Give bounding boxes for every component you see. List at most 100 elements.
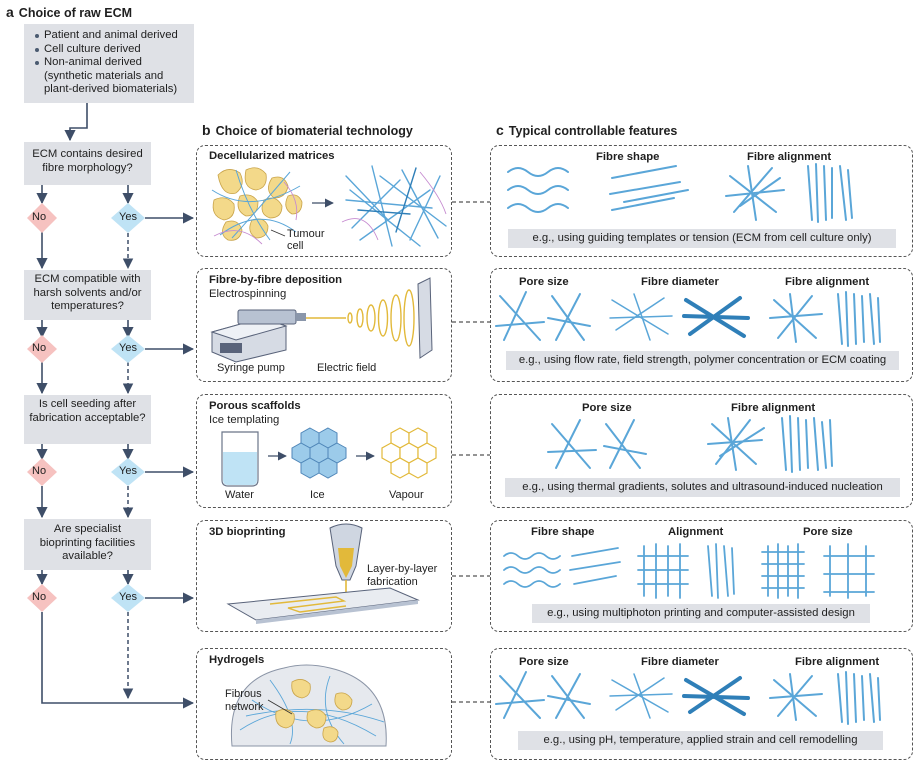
ecm-source-list: Patient and animal derived Cell culture …	[30, 29, 188, 97]
fibre-deposition-panel	[196, 268, 452, 382]
question-box-1: ECM contains desired fibre morphology?	[24, 142, 151, 185]
fibre-alignment-aligned-icon	[837, 291, 881, 347]
syringe-pump-label: Syringe pump	[217, 362, 285, 374]
connector-source-to-q1	[64, 103, 88, 142]
decell-fibre-network	[345, 165, 447, 247]
fibre-diameter-thick-icon	[682, 676, 750, 716]
features-panel-fibre	[490, 268, 913, 382]
fibrous-network-label: Fibrous network	[225, 688, 264, 713]
question-box-2: ECM compatible with harsh solvents and/o…	[24, 270, 151, 320]
ice-label: Ice	[310, 489, 325, 501]
fibre-alignment-aligned-icon	[837, 671, 881, 725]
features-panel-hydrogel	[490, 648, 913, 760]
ecm-source-item: Non-animal derived (synthetic materials …	[35, 56, 188, 97]
electrospinning-label: Electrospinning	[209, 288, 287, 300]
question-text: ECM compatible with harsh solvents and/o…	[33, 273, 142, 312]
no-diamond	[27, 584, 57, 612]
example-methods-bar: e.g., using thermal gradients, solutes a…	[505, 478, 900, 497]
ecm-source-box: Patient and animal derived Cell culture …	[24, 24, 194, 103]
bioprinting-title: 3D bioprinting	[209, 526, 286, 538]
no-diamond	[27, 335, 57, 363]
pore-size-icon	[547, 419, 647, 469]
syringe-pump-illustration	[210, 309, 306, 363]
example-methods-bar: e.g., using multiphoton printing and com…	[532, 604, 870, 623]
no-diamond	[27, 458, 57, 486]
decell-purple-fibres	[341, 171, 447, 241]
no-label: No	[32, 211, 47, 223]
fibre-diameter-thin-icon	[609, 293, 673, 341]
fibre-shape-straight-icon	[609, 165, 689, 211]
no-label: No	[32, 342, 47, 354]
porous-title: Porous scaffolds	[209, 400, 301, 412]
question-text: Is cell seeding after fabrication accept…	[29, 398, 146, 424]
decell-cells-illustration	[211, 167, 303, 245]
feature-label: Alignment	[668, 526, 724, 538]
layer-by-layer-label: Layer-by-layer fabrication	[367, 563, 438, 588]
vapour-label: Vapour	[389, 489, 424, 501]
no-label: No	[32, 591, 47, 603]
vapour-hexagons	[381, 427, 437, 479]
bioprinting-panel	[196, 520, 452, 632]
feature-label: Pore size	[519, 276, 569, 288]
section-c-letter: c	[496, 122, 504, 138]
feature-label: Fibre alignment	[747, 151, 832, 163]
question-box-4: Are specialist bioprinting facilities av…	[24, 519, 151, 570]
example-methods-bar: e.g., using pH, temperature, applied str…	[518, 731, 883, 750]
yes-diamond	[111, 584, 145, 612]
features-panel-porous	[490, 394, 913, 508]
fibre-shape-wavy-icon	[503, 552, 561, 588]
ecm-source-item: Cell culture derived	[35, 43, 188, 57]
tumour-cell-label: Tumour cell	[287, 228, 325, 252]
yes-label: Yes	[119, 465, 137, 477]
feature-label: Pore size	[519, 656, 569, 668]
b-to-c-links	[452, 201, 490, 703]
yes-diamond	[111, 458, 145, 486]
feature-label: Fibre alignment	[731, 402, 816, 414]
feature-label: Fibre alignment	[785, 276, 870, 288]
fibre-alignment-aligned-icon	[807, 163, 853, 223]
connector-no4-to-hydrogels	[41, 612, 195, 709]
hydrogel-dome	[230, 664, 387, 747]
fibre-diameter-thin-icon	[609, 673, 673, 719]
section-c-title: Typical controllable features	[508, 124, 678, 138]
grid-alignment-icon	[637, 543, 689, 599]
question-text: ECM contains desired fibre morphology?	[32, 148, 143, 174]
pore-size-icon	[495, 291, 591, 341]
ice-hexagons	[291, 427, 347, 479]
bioprinter-nozzle	[329, 523, 363, 600]
section-b-letter: b	[202, 122, 211, 138]
feature-icons	[495, 163, 881, 725]
no-diamond	[27, 203, 57, 233]
feature-label: Fibre shape	[531, 526, 595, 538]
hydrogels-title: Hydrogels	[209, 654, 265, 666]
section-c-heading: c Typical controllable features	[496, 122, 677, 138]
pore-size-icon	[495, 671, 591, 719]
example-methods-bar: e.g., using flow rate, field strength, p…	[506, 351, 899, 370]
decision-diamonds	[27, 203, 145, 612]
fibre-shape-straight-icon	[569, 547, 621, 585]
fibre-diameter-thick-icon	[682, 296, 750, 338]
porous-panel	[196, 394, 452, 508]
feature-label: Fibre alignment	[795, 656, 880, 668]
yes-diamond	[111, 335, 145, 363]
example-methods-bar: e.g., using guiding templates or tension…	[508, 229, 896, 248]
aligned-lines-icon	[707, 543, 735, 599]
grid-pore-large-icon	[823, 543, 875, 599]
collector-plate	[417, 277, 433, 359]
feature-label: Fibre diameter	[641, 276, 719, 288]
fibre-alignment-random-icon	[725, 165, 785, 221]
fibre-alignment-aligned-icon	[781, 415, 833, 473]
no-label: No	[32, 465, 47, 477]
feature-label: Fibre shape	[596, 151, 660, 163]
hydrogels-panel	[196, 648, 452, 760]
water-label: Water	[225, 489, 254, 501]
electric-field-label: Electric field	[317, 362, 377, 374]
features-panel-bioprint	[490, 520, 913, 632]
feature-label: Pore size	[582, 402, 632, 414]
grid-pore-small-icon	[761, 543, 805, 599]
fibre-alignment-random-icon	[707, 417, 765, 471]
feature-label: Pore size	[803, 526, 853, 538]
